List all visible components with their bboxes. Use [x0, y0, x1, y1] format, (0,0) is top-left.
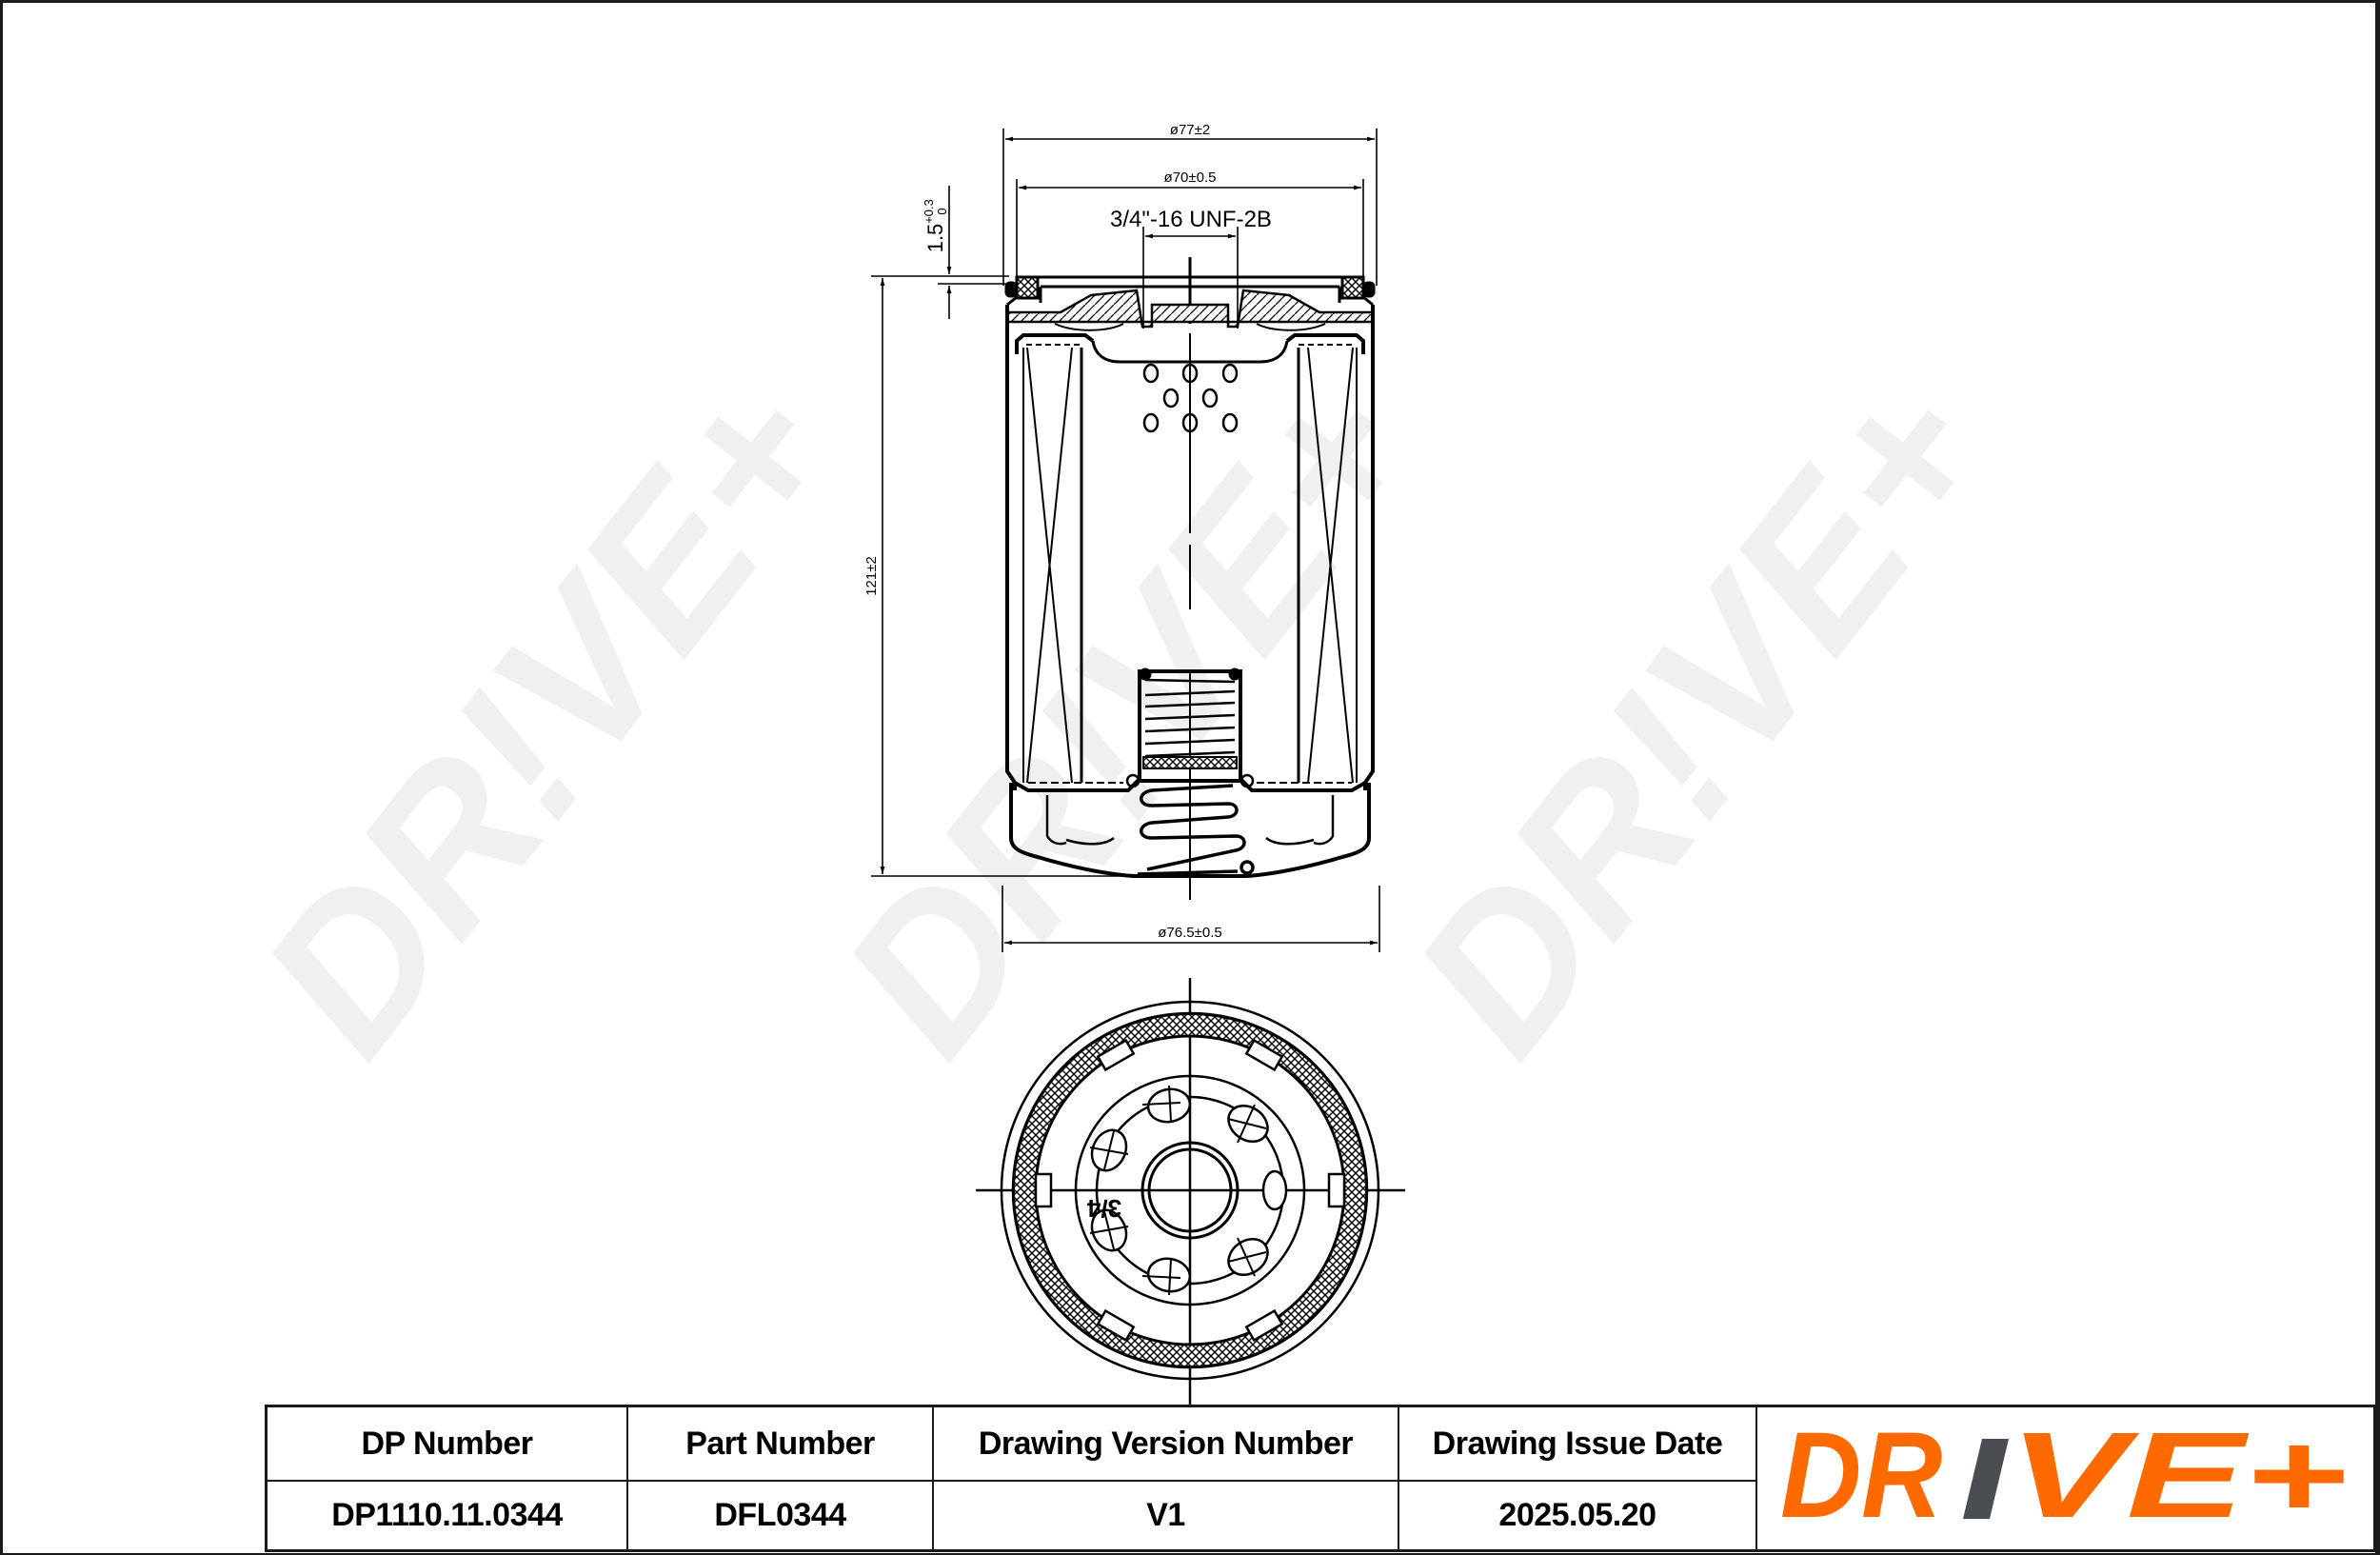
header-drawing-version: Drawing Version Number	[934, 1407, 1399, 1482]
dim-outer-diameter: ø77±2	[1170, 122, 1210, 138]
header-dp-number: DP Number	[268, 1407, 628, 1482]
dim-gasket-height: 1.5	[923, 224, 947, 253]
header-issue-date: Drawing Issue Date	[1399, 1407, 1757, 1482]
dim-gasket-height-lower: 0	[935, 208, 949, 214]
value-part-number: DFL0344	[628, 1482, 934, 1549]
title-block: DP Number Part Number Drawing Version Nu…	[265, 1405, 2376, 1552]
dim-gasket-height-upper: +0.3	[922, 199, 936, 224]
watermark-left: DR!VE+	[217, 340, 878, 1094]
filter-bottom-view: 3/4	[976, 978, 1405, 1407]
watermark-center: DR!VE+	[798, 340, 1458, 1094]
header-part-number: Part Number	[628, 1407, 934, 1482]
dim-thread: 3/4"-16 UNF-2B	[1110, 207, 1272, 232]
value-issue-date: 2025.05.20	[1399, 1482, 1757, 1549]
value-drawing-version: V1	[934, 1482, 1399, 1549]
dim-body-diameter: ø76.5±0.5	[1158, 925, 1221, 941]
dim-gasket-diameter: ø70±0.5	[1164, 169, 1217, 186]
drive-plus-logo: DR VE+	[1780, 1422, 2348, 1536]
dim-height: 121±2	[863, 556, 880, 596]
filter-side-view	[1004, 257, 1376, 900]
brand-logo: DR VE+	[1757, 1407, 2373, 1549]
logo-text-dr: DR	[1780, 1422, 1942, 1536]
bottom-view-thread-label: 3/4	[1086, 1194, 1121, 1223]
dimension-lines	[871, 129, 1380, 952]
logo-mark-icon	[1962, 1438, 2009, 1519]
watermark-group: DR!VE+ DR!VE+ DR!VE+	[217, 340, 2030, 1094]
value-dp-number: DP1110.11.0344	[268, 1482, 628, 1549]
dimension-labels: ø77±2 ø70±0.5 3/4"-16 UNF-2B ø76.5±0.5 1…	[863, 122, 1272, 941]
logo-text-ve-plus: VE+	[2009, 1422, 2347, 1536]
watermark-right: DR!VE+	[1369, 340, 2030, 1094]
